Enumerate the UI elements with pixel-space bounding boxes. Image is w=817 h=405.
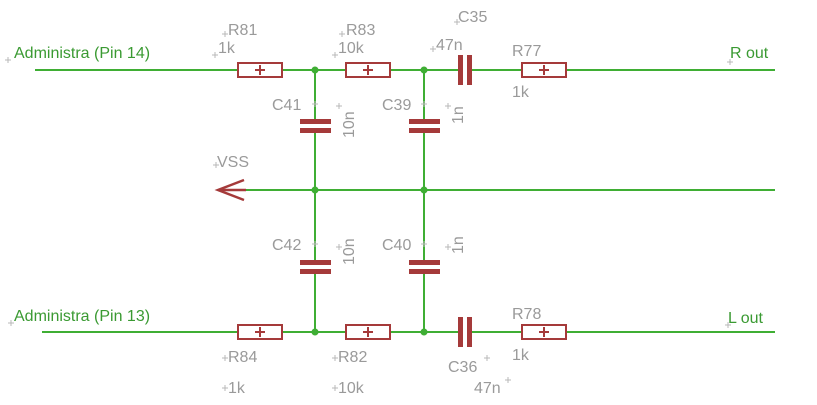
capacitor-c40[interactable] [409,260,440,274]
part-name-c35: C35 [458,9,487,26]
part-name-r84: R84 [228,349,257,366]
part-name-r82: R82 [338,349,367,366]
part-name-c39: C39 [382,97,411,114]
resistor-r81[interactable] [237,62,283,78]
part-value-c41: 10n [341,111,358,138]
part-value-c36: 47n [474,380,501,397]
part-value-c42: 10n [341,238,358,265]
part-value-r82: 10k [338,380,365,397]
resistor-r82[interactable] [345,324,391,340]
part-name-c41: C41 [272,97,301,114]
junction-dot [311,328,319,336]
resistor-r83[interactable] [345,62,391,78]
part-value-r78: 1k [512,347,530,364]
part-value-c39: 1n [450,106,467,124]
junction-dot [420,328,428,336]
part-value-c35: 47n [436,37,463,54]
vss-arrow-icon [214,178,246,202]
junction-dot [420,186,428,194]
capacitor-c41[interactable] [300,119,331,133]
part-value-r84: 1k [228,380,246,397]
part-value-r77: 1k [512,84,530,101]
net-label-out-r: R out [730,45,769,62]
net-label-out-l: L out [728,310,764,327]
net-label-in-l: Administra (Pin 13) [14,308,150,325]
junctions [311,66,428,336]
junction-dot [311,66,319,74]
part-name-r81: R81 [228,22,257,39]
resistor-r84[interactable] [237,324,283,340]
junction-dot [420,66,428,74]
part-value-r81: 1k [218,40,236,57]
capacitor-c42[interactable] [300,260,331,274]
capacitor-c39[interactable] [409,119,440,133]
part-name-c36: C36 [448,359,477,376]
resistor-r78[interactable] [521,324,567,340]
part-name-r77: R77 [512,43,541,60]
origin-markers [5,19,733,391]
net-label-in-r: Administra (Pin 14) [14,45,150,62]
resistor-r77[interactable] [521,62,567,78]
net-label-vss: VSS [217,154,249,171]
junction-dot [311,186,319,194]
part-value-c40: 1n [450,236,467,254]
capacitor-c36[interactable] [458,317,472,347]
part-name-c42: C42 [272,237,301,254]
part-name-r78: R78 [512,306,541,323]
part-name-c40: C40 [382,237,411,254]
part-value-r83: 10k [338,40,365,57]
capacitor-c35[interactable] [458,55,472,85]
part-name-r83: R83 [346,22,375,39]
wires [35,69,775,333]
